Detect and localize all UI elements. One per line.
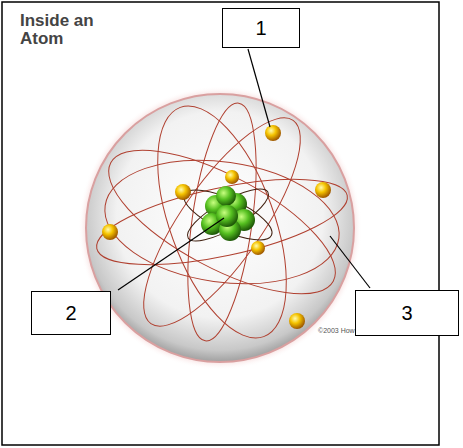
callout-number: 3 [401,302,412,325]
callout-number: 1 [255,17,266,40]
copyright-note: ©2003 How [318,327,355,334]
callout-box: 3 [355,290,459,336]
callout-box: 1 [222,8,300,48]
callout-box: 2 [31,291,111,335]
callout-number: 2 [65,302,76,325]
diagram-title: Inside an Atom [20,12,106,48]
